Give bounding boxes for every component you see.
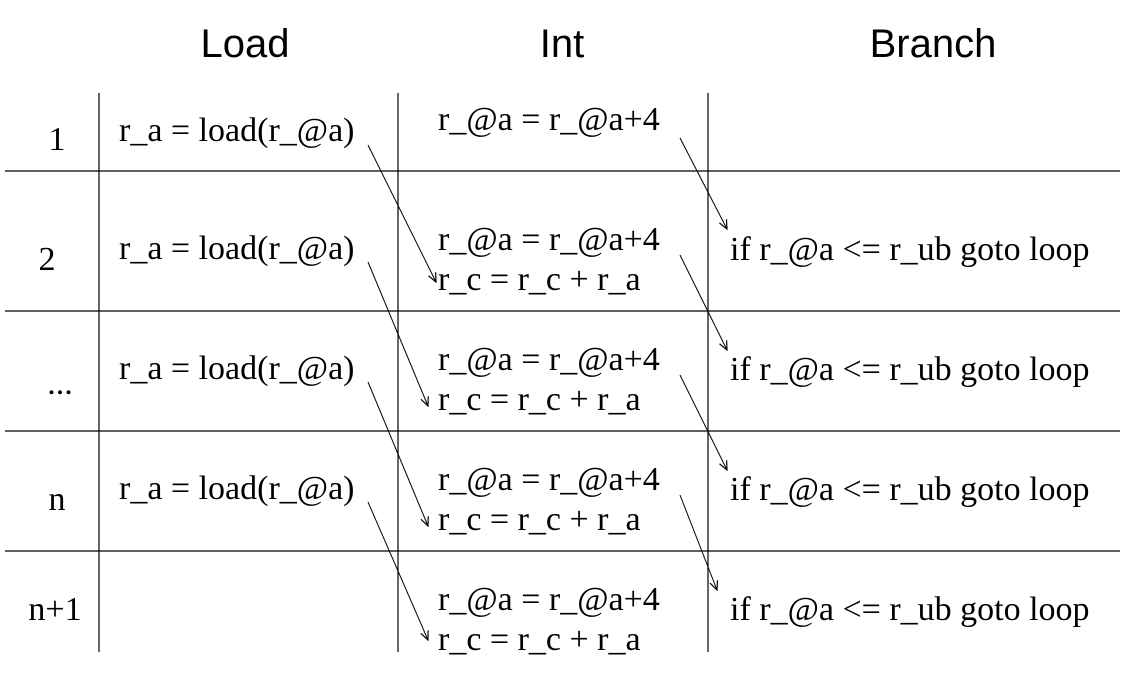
int-cell-line1: r_@a = r_@a+4 [438,101,660,138]
load-cell: r_a = load(r_@a) [119,470,355,507]
header-branch: Branch [869,22,997,66]
branch-cell: if r_@a <= r_ub goto loop [730,351,1090,388]
load-cell: r_a = load(r_@a) [119,230,355,267]
dependency-arrow-int-1 [679,137,727,229]
row-label: 2 [38,241,56,278]
row-label: n+1 [28,591,82,628]
dependency-arrow-int-2 [679,254,727,350]
dependency-arrow-load-1 [367,144,436,282]
int-cell-line1: r_@a = r_@a+4 [438,221,660,258]
row-label: n [48,481,66,518]
row-label: ... [47,365,73,402]
dependency-arrow-load-4 [367,501,428,640]
int-cell-line2: r_c = r_c + r_a [438,261,641,298]
branch-cell: if r_@a <= r_ub goto loop [730,471,1090,508]
int-cell-line1: r_@a = r_@a+4 [438,461,660,498]
load-cell: r_a = load(r_@a) [119,350,355,387]
int-cell-line2: r_c = r_c + r_a [438,501,641,538]
dependency-arrow-int-4 [679,494,717,590]
int-cell-line2: r_c = r_c + r_a [438,621,641,658]
load-cell: r_a = load(r_@a) [119,112,355,149]
header-load: Load [200,22,290,66]
int-cell-line2: r_c = r_c + r_a [438,381,641,418]
branch-cell: if r_@a <= r_ub goto loop [730,231,1090,268]
header-int: Int [539,22,585,66]
dependency-arrow-int-3 [679,374,727,470]
int-cell-line1: r_@a = r_@a+4 [438,581,660,618]
int-cell-line1: r_@a = r_@a+4 [438,341,660,378]
dependency-arrow-load-2 [367,261,428,406]
row-label: 1 [48,121,66,158]
dependency-arrow-load-3 [367,381,428,526]
branch-cell: if r_@a <= r_ub goto loop [730,591,1090,628]
